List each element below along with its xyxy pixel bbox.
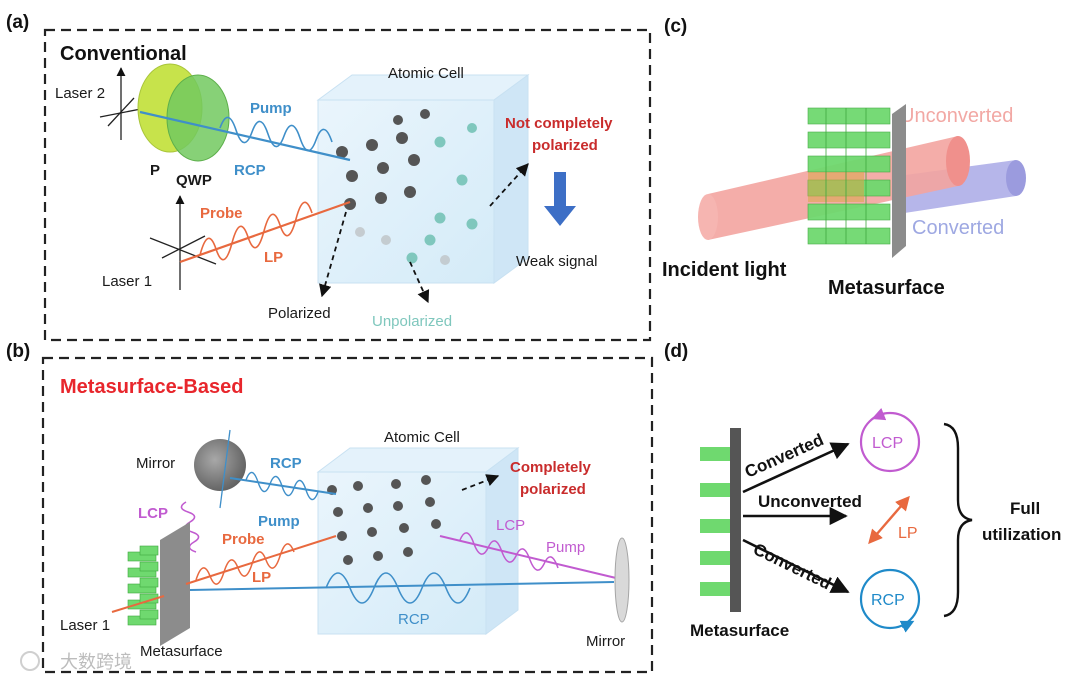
pump-helix-top [245, 471, 319, 501]
watermark-logo-icon [20, 651, 40, 671]
brace [943, 422, 973, 618]
lp-double-arrow [868, 495, 910, 545]
unconverted-label-d: Unconverted [758, 492, 862, 511]
lcp-direction-icon [871, 407, 887, 421]
mirror-top [194, 439, 246, 491]
lcp-right-label: LCP [496, 517, 525, 534]
metasurface-label-c: Metasurface [828, 277, 945, 299]
completely-polarized-arrow [461, 474, 500, 491]
pump-beam-top [229, 477, 337, 495]
incident-light-label: Incident light [662, 259, 787, 281]
metasurface-label-b: Metasurface [140, 643, 223, 660]
probe-label-a: Probe [200, 205, 243, 222]
lcp-label-d: LCP [872, 435, 903, 452]
unpolarized-atoms [406, 123, 478, 264]
panel-a: Conventional Atomic Cell [43, 28, 652, 342]
mirror-top-label: Mirror [136, 455, 175, 472]
lcp-circle [859, 411, 921, 473]
watermark: 大数跨境 [60, 652, 132, 672]
lcp-beam-right [439, 535, 617, 579]
lp-label-a: LP [264, 249, 283, 266]
metasurface-pillars-d [700, 447, 730, 596]
metasurface-label-d: Metasurface [690, 621, 789, 640]
lcp-left-label: LCP [138, 505, 168, 522]
laser1-label-b: Laser 1 [60, 617, 110, 634]
converted-arrow-bottom [742, 538, 850, 594]
probe-wave-a [199, 201, 313, 261]
unconverted-label-c: Unconverted [900, 105, 1013, 127]
mirror-axis [219, 429, 231, 509]
rcp-top-label: RCP [270, 455, 302, 472]
polarizer-label: P [150, 162, 160, 179]
polarized-atoms [336, 109, 430, 210]
unpolarized-atoms-faint [355, 227, 450, 265]
pump-left-label: Pump [258, 513, 300, 530]
not-completely-line1: Not completely [505, 115, 613, 132]
rcp-circle [859, 568, 921, 630]
quarter-wave-plate [166, 74, 230, 162]
pump-right-label: Pump [546, 539, 585, 556]
metasurface-b [127, 522, 190, 646]
polarized-atoms-b [327, 475, 441, 565]
atomic-cell-label-b: Atomic Cell [384, 429, 460, 446]
pump-helix-a [219, 116, 333, 152]
lcp-helix-right [459, 532, 559, 571]
panel-label-b: (b) [6, 341, 30, 362]
lp-label-d: LP [898, 525, 918, 542]
laser1-axes [149, 195, 217, 290]
rcp-wave-bottom [325, 572, 471, 604]
atomic-cell-a [316, 74, 530, 284]
rcp-bottom-label: RCP [398, 611, 430, 628]
converted-bottom-label: Converted [750, 540, 834, 594]
unpolarized-arrow [409, 261, 430, 304]
metasurface-bar-d [730, 428, 741, 612]
panel-b-frame [41, 356, 654, 674]
rcp-label-d: RCP [871, 592, 905, 609]
panel-d: Metasurface Converted Unconverted Conver… [690, 407, 1061, 640]
panel-b: Metasurface-Based Atomic Cell Mirror RCP… [41, 356, 654, 674]
mirror-right [614, 537, 630, 623]
laser1-label-a: Laser 1 [102, 273, 152, 290]
weak-signal-arrow [544, 172, 576, 226]
laser2-label: Laser 2 [55, 85, 105, 102]
probe-label-b: Probe [222, 531, 265, 548]
panel-a-frame [43, 28, 652, 342]
probe-wave-b [195, 543, 295, 585]
completely-line1: Completely [510, 459, 592, 476]
panel-label-a: (a) [6, 12, 29, 33]
laser1-beam-b [111, 595, 165, 613]
rcp-direction-icon [899, 620, 915, 633]
unpolarized-label: Unpolarized [372, 313, 452, 330]
not-polarized-arrow [489, 163, 529, 207]
pump-beam-a [139, 110, 351, 162]
atomic-cell-b [316, 447, 520, 635]
polarized-label: Polarized [268, 305, 331, 322]
converted-label-c: Converted [912, 217, 1004, 239]
rcp-label-a: RCP [234, 162, 266, 179]
converted-arrow-top [742, 442, 850, 494]
lp-label-b: LP [252, 569, 271, 586]
completely-line2: polarized [520, 481, 586, 498]
atomic-cell-label-a: Atomic Cell [388, 65, 464, 82]
panel-a-heading: Conventional [60, 43, 187, 65]
panel-c: Unconverted Converted [662, 104, 1026, 299]
panel-label-d: (d) [664, 341, 688, 362]
weak-signal-label: Weak signal [516, 253, 597, 270]
polarized-arrow [319, 211, 347, 298]
rcp-beam-bottom [189, 581, 615, 591]
not-completely-line2: polarized [532, 137, 598, 154]
qwp-label: QWP [176, 172, 212, 189]
full-line2: utilization [982, 525, 1061, 544]
metasurface-c [807, 104, 906, 258]
probe-beam-a [179, 200, 351, 264]
mirror-right-label: Mirror [586, 633, 625, 650]
full-line1: Full [1010, 499, 1040, 518]
panel-b-heading: Metasurface-Based [60, 376, 243, 398]
pump-label-a: Pump [250, 100, 292, 117]
panel-label-c: (c) [664, 16, 687, 37]
probe-beam-b [185, 535, 337, 585]
